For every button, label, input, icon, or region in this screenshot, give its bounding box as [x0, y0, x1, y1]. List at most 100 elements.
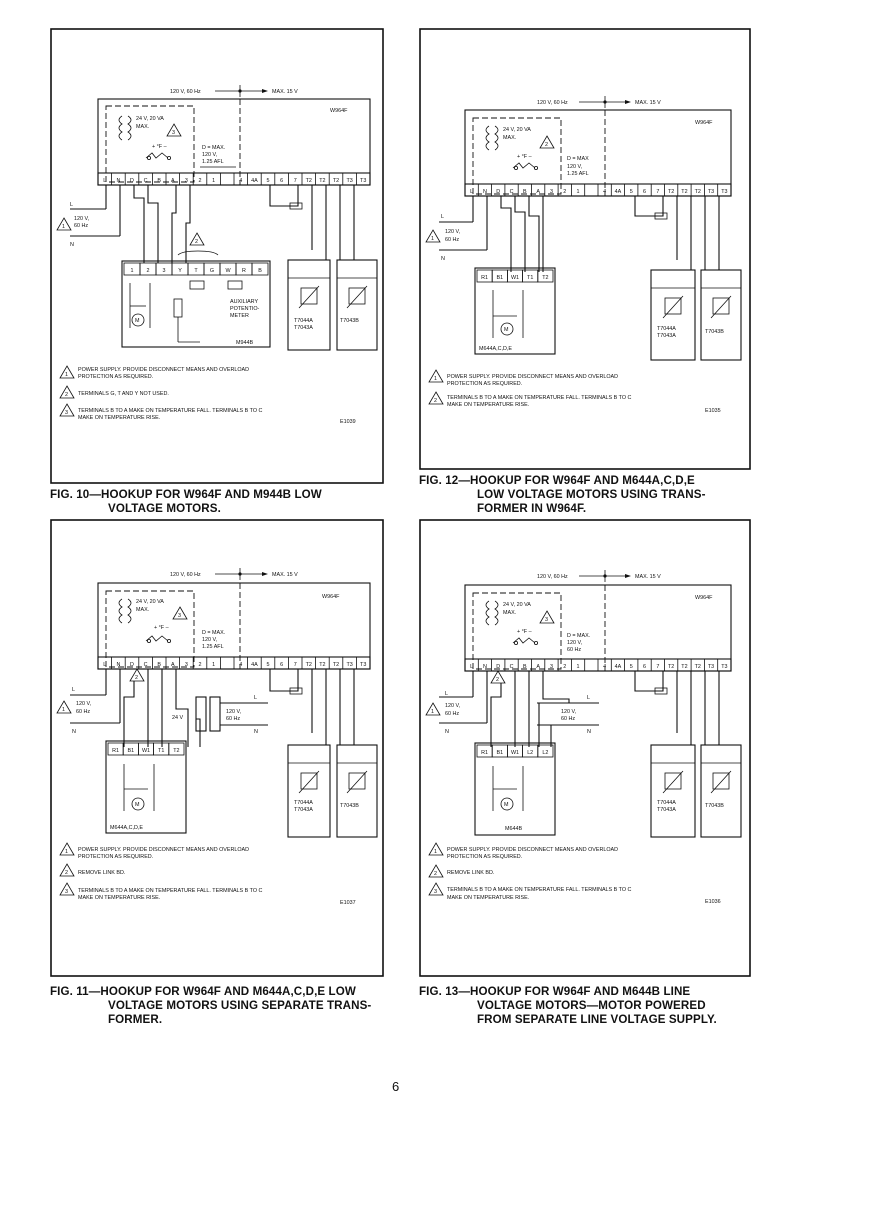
terminal-label: 4 — [239, 178, 242, 184]
terminal-label: N — [116, 178, 120, 184]
svg-text:1: 1 — [431, 236, 434, 242]
terminal-label: A — [171, 178, 175, 184]
power-label-2: 60 Hz — [445, 237, 459, 243]
transformer-label-1: 24 V, 20 VA — [503, 602, 531, 608]
figure-11: 120 V, 60 Hz MAX. 15 V W964F 24 V, 20 VA… — [50, 519, 386, 979]
motor-box — [474, 742, 556, 836]
caption-line-2: VOLTAGE MOTORS USING SEPARATE TRANS- — [108, 999, 372, 1012]
svg-text:2: 2 — [65, 392, 68, 398]
power-label-1: 120 V, — [445, 703, 461, 709]
terminal-label: T3 — [360, 662, 366, 668]
figure-code: E1035 — [705, 408, 721, 414]
svg-text:2: 2 — [195, 239, 198, 245]
motor-terminal-label: B — [258, 268, 262, 274]
terminal-label: T2 — [333, 178, 339, 184]
transformer-label-2: MAX. — [136, 607, 149, 613]
svg-text:M: M — [504, 802, 509, 808]
svg-text:L: L — [254, 695, 257, 701]
neutral-label: N — [70, 242, 74, 248]
figure-13: 120 V, 60 Hz MAX. 15 V W964F 24 V, 20 VA… — [419, 519, 753, 979]
switch-label: + °F – — [517, 629, 532, 635]
motor-terminal-label: W1 — [511, 275, 519, 281]
terminal-label: 1 — [577, 664, 580, 670]
terminal-label: 2 — [199, 178, 202, 184]
figure-code: E1036 — [705, 899, 721, 905]
sensor-t7043 — [700, 269, 742, 361]
switch-label: + °F – — [154, 625, 169, 631]
neutral-label: N — [441, 256, 445, 262]
note-1-line-2: PROTECTION AS REQUIRED. — [447, 854, 522, 860]
svg-text:1: 1 — [65, 372, 68, 378]
terminal-label: T2 — [695, 189, 701, 195]
motor-model: M644A,C,D,E — [110, 825, 143, 831]
terminal-label: L — [103, 178, 106, 184]
rating-line-1: D = MAX — [567, 156, 589, 162]
transformer-label-1: 24 V, 20 VA — [136, 116, 164, 122]
motor-terminal-label: 2 — [147, 268, 150, 274]
motor-terminal-label: W — [225, 268, 231, 274]
sensor-t7044 — [287, 259, 331, 351]
power-label-1: 120 V, — [76, 701, 92, 707]
note-1-line-1: POWER SUPPLY. PROVIDE DISCONNECT MEANS A… — [78, 847, 249, 853]
notes: 1 POWER SUPPLY. PROVIDE DISCONNECT MEANS… — [59, 365, 356, 425]
terminal-label: D — [130, 178, 134, 184]
svg-text:1: 1 — [431, 709, 434, 715]
motor-icon — [500, 797, 514, 811]
terminal-label: 4A — [615, 189, 622, 195]
motor-icon — [131, 313, 145, 327]
figure-10-diagram: 120 V, 60 Hz MAX. 15 V W964F 24 V, 20 VA… — [50, 28, 384, 484]
motor-terminal-label: R1 — [481, 750, 488, 756]
sensor-t7044 — [287, 744, 331, 838]
terminal-label: 4 — [239, 662, 242, 668]
terminal-label: T2 — [681, 664, 687, 670]
svg-text:2: 2 — [434, 871, 437, 877]
svg-text:2: 2 — [65, 870, 68, 876]
secondary-power-label-2: 60 Hz — [226, 716, 240, 722]
motor-terminal-label: R1 — [481, 275, 488, 281]
terminal-label: 5 — [267, 178, 270, 184]
sensor-label-t7044a: T7044A — [294, 800, 313, 806]
caption-line-2: VOLTAGE MOTORS—MOTOR POWERED — [477, 999, 706, 1012]
neutral-label: N — [72, 729, 76, 735]
power-label-1: 120 V, — [74, 216, 90, 222]
note-1-line-1: POWER SUPPLY. PROVIDE DISCONNECT MEANS A… — [447, 374, 618, 380]
controller-box — [464, 109, 732, 197]
motor-terminal-label: B1 — [497, 275, 504, 281]
controller-model: W964F — [695, 120, 713, 126]
figure-10: 120 V, 60 Hz MAX. 15 V W964F 24 V, 20 VA… — [50, 28, 386, 486]
caption-line-1: FIG. 10—HOOKUP FOR W964F AND M944B LOW — [50, 488, 322, 501]
terminal-label: L — [103, 662, 106, 668]
note-3-line-1: TERMINALS B TO A MAKE ON TEMPERATURE FAL… — [447, 887, 632, 893]
note-1-line-1: POWER SUPPLY. PROVIDE DISCONNECT MEANS A… — [447, 847, 618, 853]
switch-label: + °F – — [152, 144, 167, 150]
motor-terminal-label: T — [194, 268, 198, 274]
svg-text:1: 1 — [65, 849, 68, 855]
aux-label-2: POTENTIO- — [230, 306, 260, 312]
terminal-label: T2 — [668, 189, 674, 195]
figure-13-diagram: 120 V, 60 Hz MAX. 15 V W964F 24 V, 20 VA… — [419, 519, 751, 977]
secondary-power-label-1: 120 V, — [561, 709, 577, 715]
terminal-label: T2 — [306, 662, 312, 668]
svg-text:2: 2 — [434, 398, 437, 404]
terminal-label: 4 — [603, 189, 606, 195]
figure-code: E1037 — [340, 900, 356, 906]
svg-text:3: 3 — [172, 130, 175, 136]
supply-label: 120 V, 60 Hz — [170, 89, 201, 95]
sensor-t7043 — [700, 744, 742, 838]
motor-terminal-label: L2 — [542, 750, 548, 756]
controller-model: W964F — [695, 595, 713, 601]
terminal-label: 1 — [212, 178, 215, 184]
motor-terminal-label: R — [242, 268, 246, 274]
terminal-label: 4A — [615, 664, 622, 670]
svg-text:N: N — [254, 729, 258, 735]
motor-terminal-label: B1 — [497, 750, 504, 756]
notes: 1 POWER SUPPLY. PROVIDE DISCONNECT MEANS… — [59, 842, 356, 906]
sensor-label-t7043a: T7043A — [657, 807, 676, 813]
figure-12-caption: FIG. 12—HOOKUP FOR W964F AND M644A,C,D,E… — [419, 474, 759, 516]
sensor-t7044 — [650, 269, 696, 361]
terminal-label: C — [510, 664, 514, 670]
motor-model: M944B — [236, 340, 253, 346]
figure-12: 120 V, 60 Hz MAX. 15 V W964F 24 V, 20 VA… — [419, 28, 753, 472]
sensor-label-t7043a: T7043A — [294, 807, 313, 813]
